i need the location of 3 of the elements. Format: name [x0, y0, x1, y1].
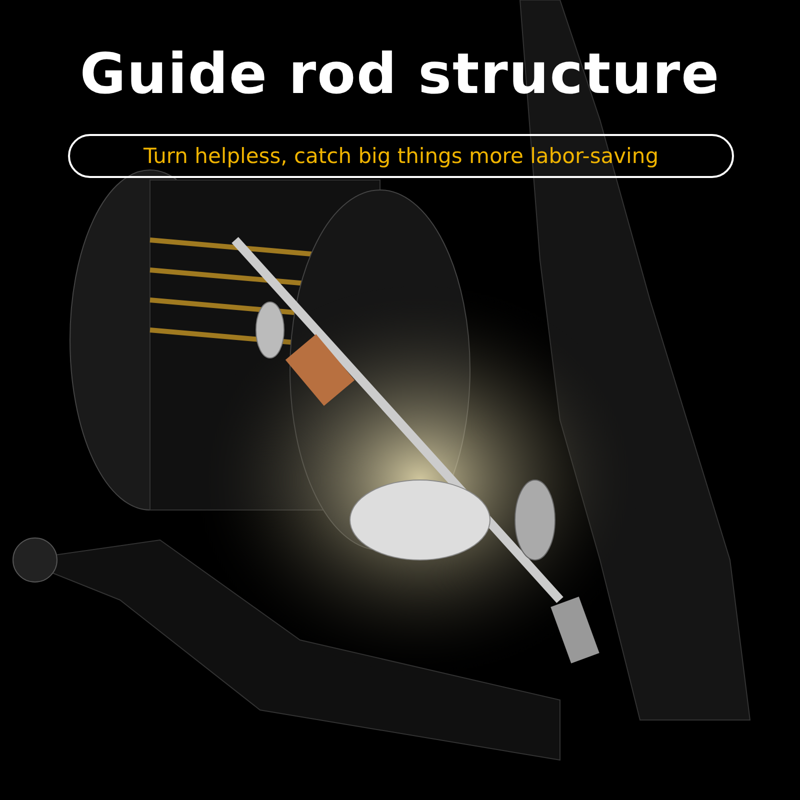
title: Guide rod structure: [78, 42, 722, 107]
subtitle-banner: [68, 134, 734, 178]
subtitle-text: Turn helpless, catch big things more labor-saving: [143, 144, 659, 168]
